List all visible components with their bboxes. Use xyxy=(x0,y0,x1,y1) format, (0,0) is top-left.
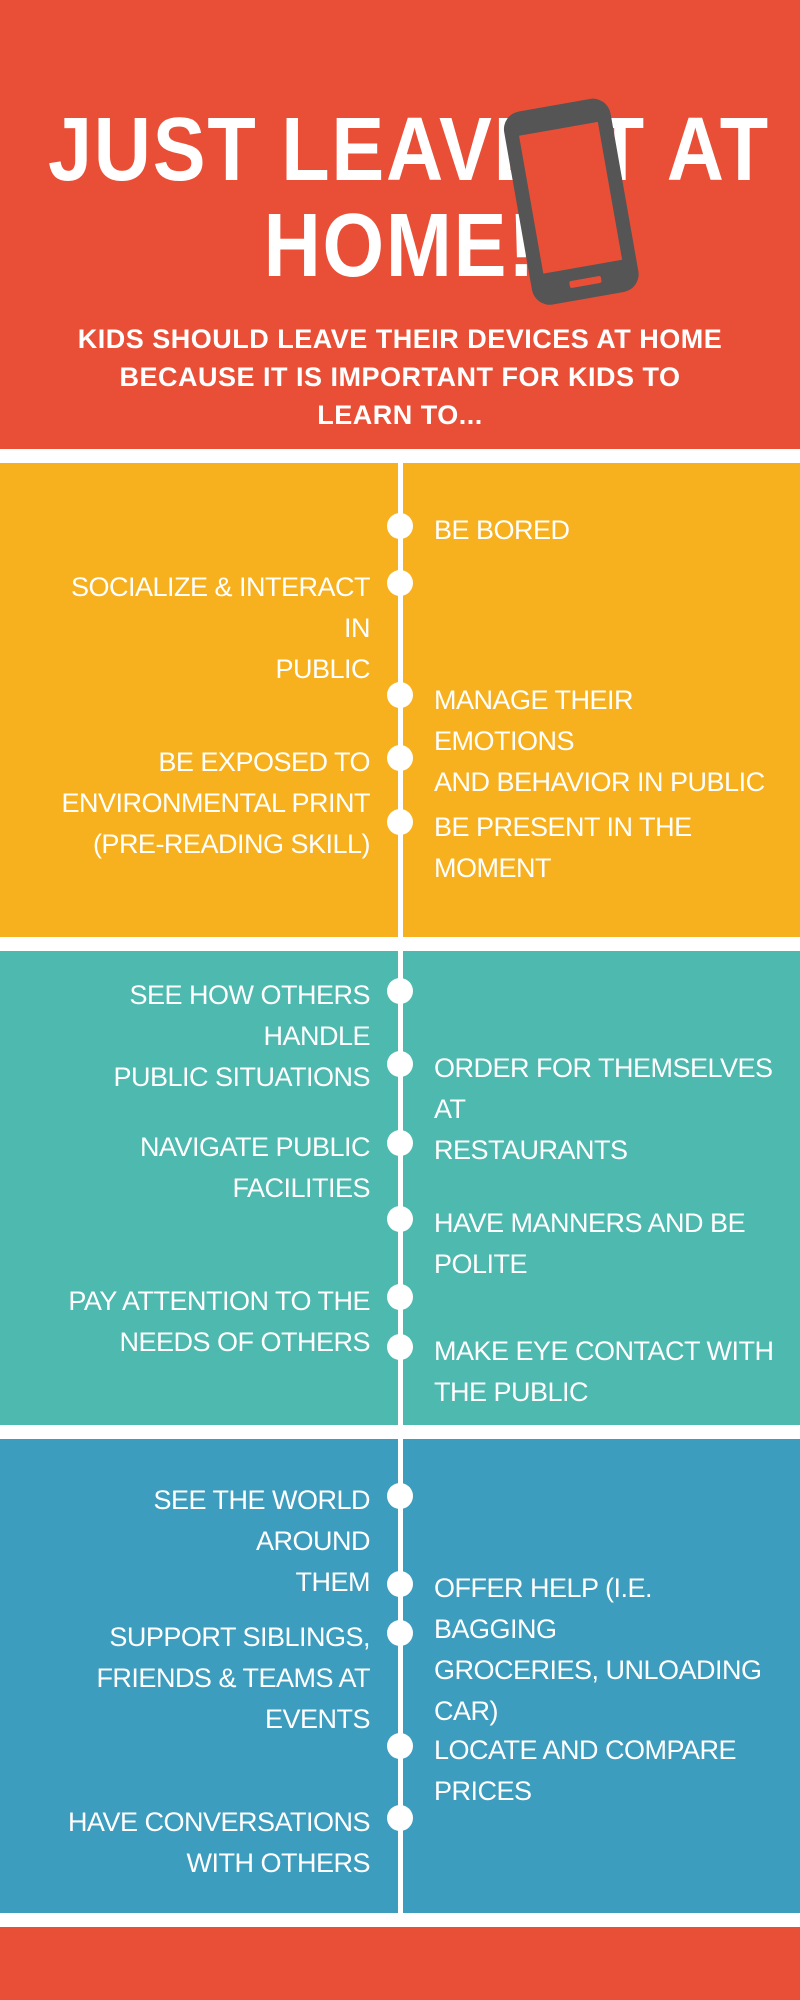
timeline-item-line: NAVIGATE PUBLIC xyxy=(139,1132,371,1162)
timeline-item-line: OFFER HELP (I.E. BAGGING xyxy=(434,1573,653,1644)
timeline-item: MAKE EYE CONTACT WITH THE PUBLIC xyxy=(434,1331,774,1413)
timeline-item: SEE THE WORLD AROUND THEM xyxy=(40,1480,370,1603)
timeline-item-line: LOCATE AND COMPARE xyxy=(434,1735,737,1765)
timeline-dot xyxy=(387,978,413,1004)
timeline-dot xyxy=(387,1805,413,1831)
timeline-item: HAVE CONVERSATIONS WITH OTHERS xyxy=(40,1802,371,1884)
timeline-item-line: ORDER FOR THEMSELVES AT xyxy=(434,1053,773,1124)
timeline-dot xyxy=(387,1733,413,1759)
page-title-line-2: HOME! xyxy=(263,196,537,296)
timeline-item-line: RESTAURANTS xyxy=(434,1135,628,1165)
timeline-item: LOCATE AND COMPARE PRICES xyxy=(434,1730,774,1812)
timeline-dot xyxy=(387,1334,413,1360)
timeline-line xyxy=(398,1439,403,1913)
timeline-item: BE EXPOSED TO ENVIRONMENTAL PRINT (PRE-REA… xyxy=(40,742,370,865)
timeline-line xyxy=(398,951,403,1425)
timeline-dot xyxy=(387,1284,413,1310)
timeline-item-line: MOMENT xyxy=(434,853,551,883)
timeline-item-line: BE BORED xyxy=(434,515,570,545)
timeline-item-line: NEEDS OF OTHERS xyxy=(119,1327,370,1357)
timeline-item-line: MANAGE THEIR EMOTIONS xyxy=(434,685,634,756)
timeline-item-line: MAKE EYE CONTACT WITH xyxy=(434,1336,774,1366)
timeline-item-line: BE PRESENT IN THE xyxy=(434,812,692,842)
smartphone-icon xyxy=(503,98,639,305)
timeline-item: NAVIGATE PUBLIC FACILITIES xyxy=(40,1127,371,1209)
timeline-item: SUPPORT SIBLINGS, FRIENDS & TEAMS AT EVENT… xyxy=(40,1617,370,1740)
timeline-item: SOCIALIZE & INTERACT IN PUBLIC xyxy=(40,567,371,690)
timeline-item-line: THE PUBLIC xyxy=(434,1377,589,1407)
timeline-item-line: HAVE CONVERSATIONS xyxy=(67,1807,371,1837)
timeline-item-line: HAVE MANNERS AND BE xyxy=(434,1208,746,1238)
page-title-line-1: JUST LEAVE IT AT xyxy=(48,100,770,200)
timeline-item: ORDER FOR THEMSELVES AT RESTAURANTS xyxy=(434,1048,774,1171)
timeline-item-line: THEM xyxy=(295,1567,371,1597)
timeline-dot xyxy=(387,1620,413,1646)
timeline-item-line: CAR) xyxy=(434,1696,499,1726)
timeline-dot xyxy=(387,682,413,708)
timeline-item-line: (PRE-READING SKILL) xyxy=(92,829,371,859)
footer-banner xyxy=(0,1927,800,2000)
timeline-dot xyxy=(387,1051,413,1077)
timeline-item: OFFER HELP (I.E. BAGGING GROCERIES, UNLOA… xyxy=(434,1568,774,1732)
timeline-dot xyxy=(387,809,413,835)
timeline-item-line: ENVIRONMENTAL PRINT xyxy=(61,788,370,818)
timeline-item-line: GROCERIES, UNLOADING xyxy=(434,1655,762,1685)
timeline-item-line: SUPPORT SIBLINGS, xyxy=(109,1622,370,1652)
timeline-dot xyxy=(387,745,413,771)
timeline-item-line: PRICES xyxy=(434,1776,532,1806)
timeline-item-line: SEE HOW OTHERS HANDLE xyxy=(129,980,370,1051)
timeline-item: MANAGE THEIR EMOTIONS AND BEHAVIOR IN PUB… xyxy=(434,680,774,803)
timeline-item: SEE HOW OTHERS HANDLE PUBLIC SITUATIONS xyxy=(40,975,370,1098)
timeline-item-line: PUBLIC SITUATIONS xyxy=(113,1062,370,1092)
timeline-item: PAY ATTENTION TO THE NEEDS OF OTHERS xyxy=(40,1281,370,1363)
timeline-item-line: PUBLIC xyxy=(275,654,370,684)
timeline-item-line: AND BEHAVIOR IN PUBLIC xyxy=(434,767,765,797)
header-banner xyxy=(0,0,800,449)
timeline-item-line: POLITE xyxy=(434,1249,528,1279)
timeline-item-line: SOCIALIZE & INTERACT IN xyxy=(70,572,371,643)
timeline-item-line: SEE THE WORLD AROUND xyxy=(153,1485,370,1556)
timeline-dot xyxy=(387,1130,413,1156)
subtitle: KIDS SHOULD LEAVE THEIR DEVICES AT HOME … xyxy=(77,324,723,430)
timeline-dot xyxy=(387,513,413,539)
timeline-item-line: BE EXPOSED TO xyxy=(158,747,370,777)
timeline-item: BE BORED xyxy=(434,510,774,551)
timeline-item-line: FRIENDS & TEAMS AT xyxy=(96,1663,370,1693)
timeline-dot xyxy=(387,1571,413,1597)
timeline-item-line: FACILITIES xyxy=(232,1173,370,1203)
timeline-item: HAVE MANNERS AND BE POLITE xyxy=(434,1203,774,1285)
timeline-item-line: WITH OTHERS xyxy=(186,1848,371,1878)
timeline-dot xyxy=(387,1483,413,1509)
timeline-item-line: PAY ATTENTION TO THE xyxy=(68,1286,370,1316)
timeline-dot xyxy=(387,1206,413,1232)
timeline-dot xyxy=(387,570,413,596)
timeline-item-line: EVENTS xyxy=(264,1704,371,1734)
timeline-item: BE PRESENT IN THE MOMENT xyxy=(434,807,774,889)
